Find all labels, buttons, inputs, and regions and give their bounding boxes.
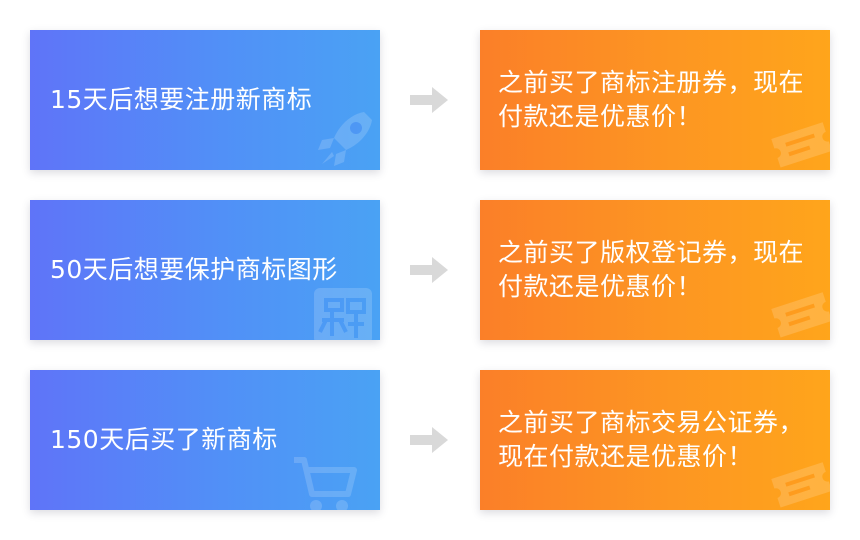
benefit-text: 之前买了商标交易公证券，现在付款还是优惠价！ [498,408,805,471]
scenario-text: 50天后想要保护商标图形 [50,255,338,284]
shopping-cart-icon [294,457,357,510]
ticket-icon [771,462,830,508]
benefit-text: 之前买了商标注册券，现在付款还是优惠价！ [498,68,805,131]
scenario-text: 150天后买了新商标 [50,425,278,454]
scenario-text: 15天后想要注册新商标 [50,85,313,114]
benefit-card-3: 之前买了商标交易公证券，现在付款还是优惠价！ [480,370,830,510]
bao-shield-icon [314,288,372,340]
ticket-icon [771,122,830,168]
benefit-card-1: 之前买了商标注册券，现在付款还是优惠价！ [480,30,830,170]
scenario-card-3: 150天后买了新商标 [30,370,380,510]
scenario-card-2: 50天后想要保护商标图形 [30,200,380,340]
right-arrow-icon [410,87,448,113]
right-arrow-icon [410,257,448,283]
ticket-icon [771,292,830,338]
row-1: 15天后想要注册新商标 之前买了商标注册券，现在付款还是优惠价！ [0,30,860,170]
benefit-text: 之前买了版权登记券，现在付款还是优惠价！ [498,238,805,301]
right-arrow-icon [410,427,448,453]
benefit-card-2: 之前买了版权登记券，现在付款还是优惠价！ [480,200,830,340]
rocket-icon [318,112,372,166]
row-3: 150天后买了新商标 之前买了商标交易公证券，现在付款还是优惠价！ [0,370,860,510]
scenario-card-1: 15天后想要注册新商标 [30,30,380,170]
row-2: 50天后想要保护商标图形 之前买了版权登记券，现在付款还是优惠价！ [0,200,860,340]
